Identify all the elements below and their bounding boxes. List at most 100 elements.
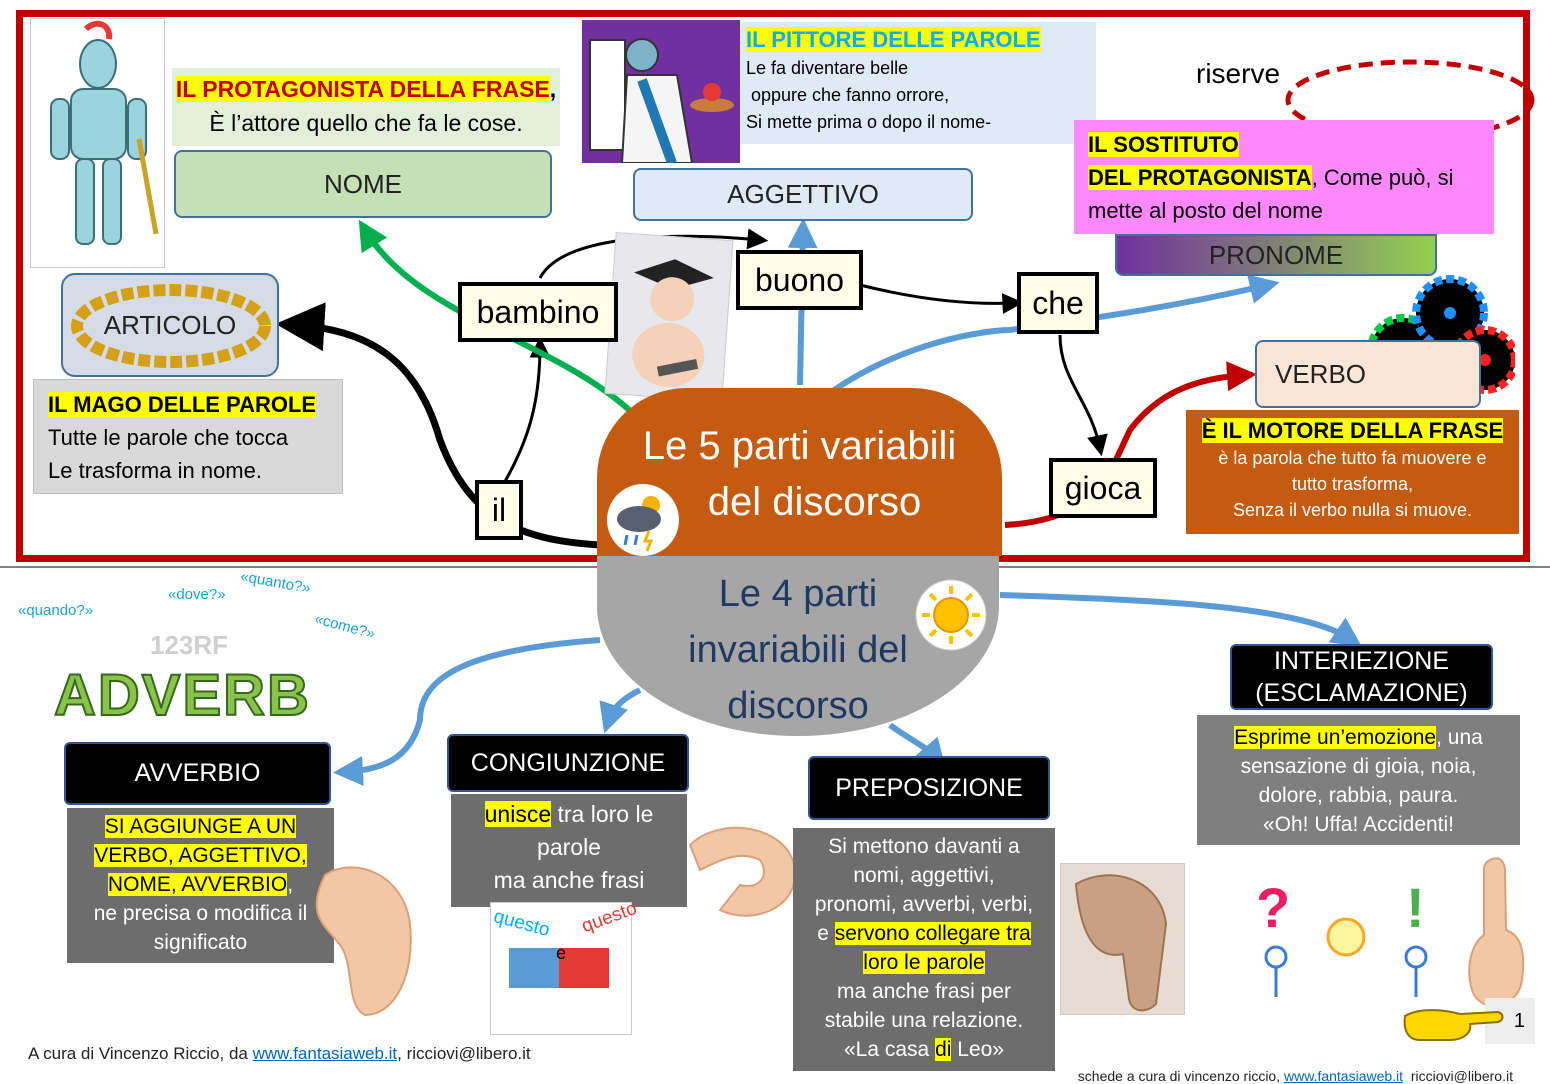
word-che-label: che — [1032, 284, 1084, 321]
articolo-label: ARTICOLO — [103, 309, 237, 340]
preposizione-hl: servono collegare tra — [834, 922, 1031, 945]
preposizione-line: nomi, aggettivi, — [853, 864, 995, 887]
mago-line: Tutte le parole che tocca — [48, 425, 289, 450]
interiezione-line: dolore, rabbia, paura. — [1258, 784, 1459, 807]
avverbio-line: ne precisa o modifica il — [93, 902, 308, 925]
puzzle-word-a: questo — [491, 905, 552, 942]
svg-text:!: ! — [1406, 876, 1425, 939]
hand-gesture-icon — [315, 866, 412, 1017]
gold-chain-icon — [71, 284, 271, 368]
word-che: che — [1017, 272, 1099, 334]
invariabili-line: Le 4 parti — [718, 573, 878, 615]
interiezione-box: Esprime un’emozione, una sensazione di g… — [1197, 715, 1520, 845]
adverb-image: «quando?» «dove?» «quanto?» «come?» 123R… — [18, 567, 377, 740]
pittore-line: Si mette prima o dopo il nome- — [746, 112, 992, 132]
preposizione-example-pre: «La casa — [844, 1038, 936, 1061]
arrow-to-preposizione — [888, 722, 946, 770]
variabili-line-2: del discorso — [707, 480, 922, 524]
sun-icon — [915, 579, 987, 651]
preposizione-title: PREPOSIZIONE — [835, 773, 1023, 802]
word-buono: buono — [736, 250, 863, 310]
footer-right-pre: schede a cura di vincenzo riccio, — [1077, 1068, 1284, 1084]
arrow-to-avverbio — [333, 637, 601, 786]
avverbio-hl: VERBO, AGGETTIVO, — [94, 844, 307, 867]
avverbio-hl: NOME, AVVERBIO — [107, 873, 288, 896]
adverb-q-quanto: «quanto?» — [239, 567, 312, 598]
avverbio-header: AVVERBIO — [64, 742, 331, 805]
adverb-q-quando: «quando?» — [18, 602, 94, 619]
avverbio-title: AVVERBIO — [134, 759, 261, 787]
interiezione-header: INTERIEZIONE (ESCLAMAZIONE) — [1230, 644, 1493, 710]
knight-icon — [50, 20, 159, 245]
mago-line: Le trasforma in nome. — [48, 458, 262, 483]
thumb-down-icon — [1074, 874, 1168, 1012]
articolo-box: ARTICOLO — [61, 273, 279, 377]
preposizione-example-hl: di — [935, 1038, 952, 1061]
footer-left: A cura di Vincenzo Riccio, da www.fantas… — [28, 1044, 531, 1064]
pronome-box: PRONOME — [1115, 234, 1437, 276]
motore-line: è la parola che tutto fa muovere e — [1218, 448, 1487, 468]
preposizione-line: Si mettono davanti a — [828, 835, 1020, 858]
sostituto-box: IL SOSTITUTO DEL PROTAGONISTA, Come può,… — [1074, 120, 1494, 234]
motore-title: È IL MOTORE DELLA FRASE — [1201, 418, 1504, 443]
avverbio-box: SI AGGIUNGE A UN VERBO, AGGETTIVO, NOME,… — [67, 808, 334, 963]
invariabili-line: discorso — [727, 685, 869, 727]
motore-line: tutto trasforma, — [1291, 474, 1414, 494]
interiezione-title-1: INTERIEZIONE — [1273, 647, 1449, 675]
ideas-image: ? ! — [1236, 872, 1456, 1016]
congiunzione-line: ma anche frasi — [493, 867, 645, 893]
pittore-line: oppure che fanno orrore, — [746, 85, 950, 105]
page-number: 1 — [1513, 1009, 1525, 1032]
congiunzione-line: parole — [537, 834, 601, 860]
hand-pinch-icon — [688, 826, 797, 917]
preposizione-header: PREPOSIZIONE — [808, 756, 1050, 820]
pittore-box: IL PITTORE DELLE PAROLE Le fa diventare … — [740, 22, 1096, 144]
adverb-q-dove: «dove?» — [168, 586, 226, 603]
aggettivo-label: AGGETTIVO — [727, 179, 879, 209]
footer-right: schede a cura di vincenzo riccio, www.fa… — [1070, 1052, 1513, 1084]
preposizione-e: e — [817, 922, 835, 945]
knight-image — [30, 18, 165, 268]
verbo-label: VERBO — [1275, 358, 1367, 389]
puzzle-word-b: questo — [578, 897, 640, 938]
preposizione-example-post: Leo» — [951, 1038, 1004, 1061]
arrow-il-articolo — [275, 302, 601, 549]
congiunzione-line: tra loro le — [551, 801, 654, 827]
nome-box: NOME — [174, 150, 552, 218]
pittore-line: Le fa diventare belle — [746, 58, 909, 78]
interiezione-hl: Esprime un’emozione — [1234, 726, 1437, 749]
arrow-to-congiunzione — [599, 687, 642, 734]
footer-left-link[interactable]: www.fantasiaweb.it — [252, 1044, 398, 1063]
invariabili-line: invariabili del — [688, 629, 908, 671]
puzzle-piece-red — [559, 948, 609, 988]
storm-cloud-icon — [607, 484, 679, 556]
word-buono-label: buono — [755, 261, 844, 298]
interiezione-line: «Oh! Uffa! Accidenti! — [1262, 813, 1455, 836]
protagonista-title: IL PROTAGONISTA DELLA FRASE — [175, 76, 550, 102]
variabili-line-1: Le 5 parti variabili — [642, 424, 957, 468]
puzzle-word-e: e — [556, 943, 567, 963]
verbo-box: VERBO — [1255, 340, 1481, 408]
footer-left-pre: A cura di Vincenzo Riccio, da — [28, 1044, 253, 1063]
question-exclamation-icon: ? ! — [1256, 876, 1428, 997]
footer-right-link[interactable]: www.fantasiaweb.it — [1284, 1068, 1404, 1084]
pointing-hand-icon[interactable] — [1400, 1002, 1505, 1044]
arrow-to-interiezione — [999, 592, 1362, 647]
arrow-center-pronome — [818, 274, 1280, 403]
baby-image — [604, 232, 734, 402]
motore-line: Senza il verbo nulla si muove. — [1232, 500, 1473, 520]
word-bambino: bambino — [458, 282, 618, 342]
variabili-center: Le 5 parti variabili del discorso — [597, 388, 1002, 556]
avverbio-hl: SI AGGIUNGE A UN — [104, 815, 297, 838]
baby-graduate-icon — [632, 259, 714, 388]
sostituto-text-2: mette al posto del nome — [1088, 198, 1323, 223]
sostituto-text-1: , Come può, si — [1311, 165, 1454, 190]
thumb-image — [1060, 863, 1185, 1015]
interiezione-text: , una — [1436, 726, 1483, 749]
congiunzione-title: CONGIUNZIONE — [470, 748, 666, 777]
protagonista-sep: , — [549, 76, 557, 102]
footer-left-post: , ricciovi@libero.it — [397, 1044, 531, 1063]
painter-icon — [589, 38, 734, 163]
word-il-label: il — [491, 491, 507, 528]
congiunzione-box: unisce tra loro le parole ma anche frasi — [451, 794, 687, 907]
